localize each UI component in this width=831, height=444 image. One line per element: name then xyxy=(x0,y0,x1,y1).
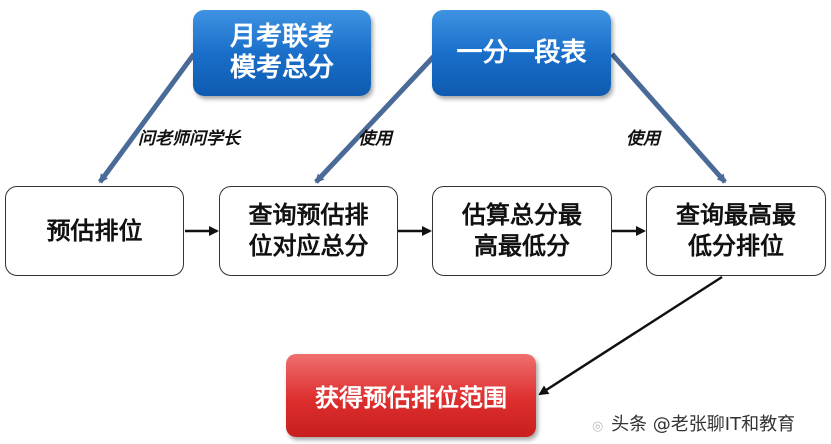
step-query-score-ranks: 查询最高最 低分排位 xyxy=(646,186,826,276)
step-query-score-ranks-line1: 查询最高最 xyxy=(676,201,796,229)
source-exam-total-line1: 月考联考 xyxy=(229,22,334,52)
step-query-score-ranks-line2: 低分排位 xyxy=(688,232,784,260)
arrow-table-to-query-score xyxy=(314,52,438,184)
source-exam-total-line2: 模考总分 xyxy=(229,53,334,83)
step-query-rank-score-line1: 查询预估排 xyxy=(248,201,369,229)
step-query-rank-score-line2: 位对应总分 xyxy=(248,232,369,260)
watermark: ◎ 头条 @老张聊IT和教育 xyxy=(592,410,795,436)
arrow-table-to-query-rank xyxy=(610,52,727,184)
source-score-table-label: 一分一段表 xyxy=(456,37,587,68)
source-score-table: 一分一段表 xyxy=(432,10,611,96)
step-estimate-score-range: 估算总分最 高最低分 xyxy=(432,186,612,276)
result-rank-range-label: 获得预估排位范围 xyxy=(315,384,507,412)
step-estimate-rank: 预估排位 xyxy=(5,186,184,276)
result-rank-range: 获得预估排位范围 xyxy=(286,354,536,437)
edge-label-use-2: 使用 xyxy=(626,129,660,149)
step-estimate-score-range-line2: 高最低分 xyxy=(474,232,570,260)
wechat-icon: ◎ xyxy=(592,419,604,434)
step-query-rank-score: 查询预估排 位对应总分 xyxy=(219,186,398,276)
arrow-step4-to-result xyxy=(538,275,723,396)
edge-label-use-1: 使用 xyxy=(358,129,392,149)
source-exam-total: 月考联考 模考总分 xyxy=(193,10,371,96)
step-estimate-rank-line1: 预估排位 xyxy=(46,216,143,245)
watermark-text: 头条 @老张聊IT和教育 xyxy=(611,414,796,435)
edge-label-ask: 问老师问学长 xyxy=(138,129,240,149)
arrow-exam-to-estimate xyxy=(97,52,197,184)
step-estimate-score-range-line1: 估算总分最 xyxy=(462,201,582,229)
